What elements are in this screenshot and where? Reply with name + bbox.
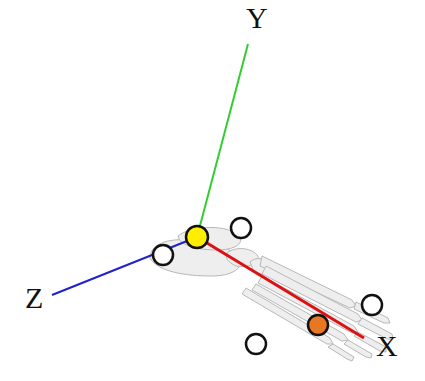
origin-marker	[186, 226, 208, 248]
phalanx	[328, 344, 354, 361]
axis-label: X	[376, 331, 398, 361]
marker-circle	[308, 315, 328, 335]
z-axis	[52, 237, 197, 295]
marker-circle	[246, 334, 266, 354]
y-axis	[197, 44, 248, 237]
x-axis	[197, 237, 364, 338]
metatarsal	[252, 284, 348, 341]
axis-label: Y	[246, 3, 268, 33]
marker-circle	[153, 245, 173, 265]
axis-label: Z	[25, 283, 43, 313]
foot-bones	[150, 227, 393, 361]
marker-circle	[231, 218, 251, 238]
marker-circle	[362, 295, 382, 315]
